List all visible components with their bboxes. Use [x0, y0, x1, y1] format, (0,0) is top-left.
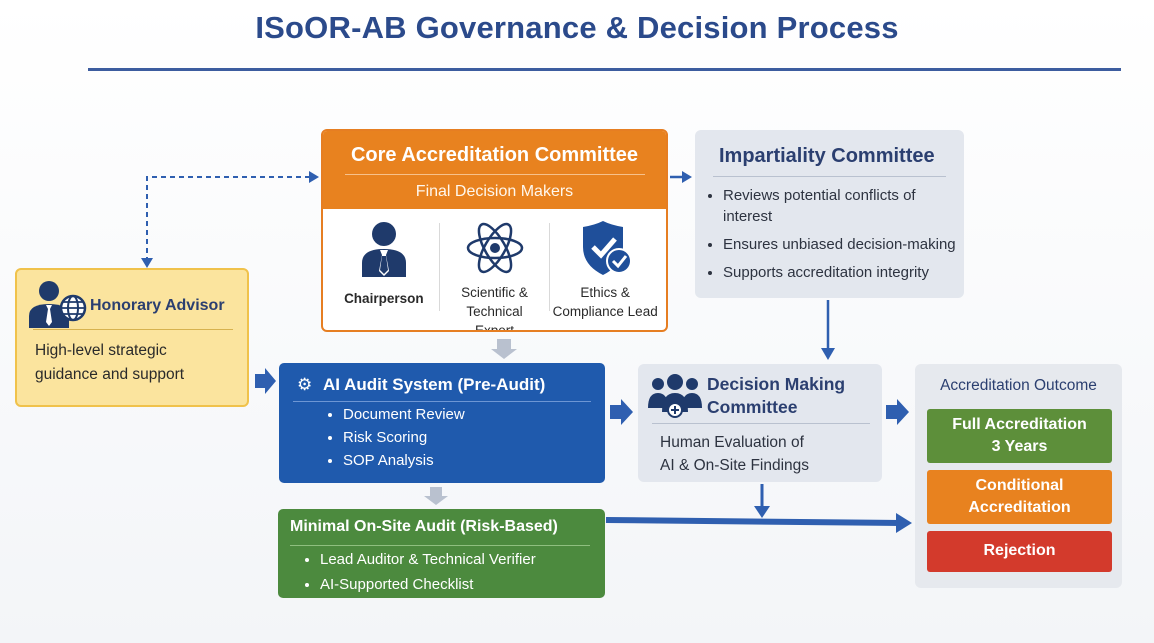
member-scientific-label-line1: Scientific & Technical [461, 285, 528, 319]
ai-audit-system: ⚙ AI Audit System (Pre-Audit) Document R… [279, 363, 605, 483]
dashed-advisory-connector [146, 176, 313, 262]
core-committee-header: Core Accreditation Committee Final Decis… [323, 131, 666, 209]
outcome-full-line2: 3 Years [991, 438, 1048, 455]
dashed-arrowhead-down [141, 258, 153, 268]
title-divider [88, 68, 1121, 71]
decision-title-line1: Decision Making [707, 374, 846, 394]
ai-audit-title: AI Audit System (Pre-Audit) [323, 375, 546, 394]
outcome-conditional-line1: Conditional [975, 477, 1064, 494]
core-committee-subtitle: Final Decision Makers [415, 183, 574, 200]
outcome-conditional-accreditation: Conditional Accreditation [927, 470, 1112, 524]
member-ethics-lead: Ethics & Compliance Lead [550, 209, 660, 330]
core-committee-title: Core Accreditation Committee [350, 144, 639, 166]
gear-icon: ⚙ [297, 375, 313, 394]
outcome-full-accreditation: Full Accreditation 3 Years [927, 409, 1112, 463]
member-scientific-expert: Scientific & Technical Expert [440, 209, 550, 332]
group-icon [648, 374, 702, 418]
decision-committee-description: Human Evaluation of AI & On-Site Finding… [660, 431, 809, 477]
list-item: SOP Analysis [343, 449, 465, 472]
member-chairperson: Chairperson [329, 209, 439, 330]
impartiality-committee: Impartiality Committee Reviews potential… [695, 130, 964, 298]
shield-check-icon [583, 221, 633, 275]
atom-icon [466, 222, 523, 274]
committee-members: Chairperson Scientific & Technical Exper… [323, 209, 666, 332]
onsite-audit-title: Minimal On-Site Audit (Risk-Based) [290, 518, 558, 535]
member-scientific-label-line2: Expert [474, 323, 515, 332]
list-item: Document Review [343, 403, 465, 426]
onsite-audit-divider [290, 545, 590, 546]
decision-description-line1: Human Evaluation of [660, 434, 804, 451]
member-divider [438, 223, 440, 311]
outcome-full-line1: Full Accreditation [952, 416, 1087, 433]
member-scientific-label: Scientific & Technical Expert [440, 283, 550, 332]
honorary-divider [33, 329, 233, 330]
decision-committee-title: Decision Making Committee [707, 373, 845, 419]
onsite-audit-list: Lead Auditor & Technical Verifier AI-Sup… [304, 547, 536, 597]
arrow-honorary-to-ai [255, 368, 276, 394]
person-icon [361, 222, 406, 277]
arrow-ai-to-decision [610, 399, 633, 425]
dashed-arrowhead-right [309, 171, 319, 183]
page-title: ISoOR-AB Governance & Decision Process [255, 10, 899, 45]
honorary-description-line2: guidance and support [35, 366, 185, 383]
accreditation-outcome: Accreditation Outcome Full Accreditation… [915, 364, 1122, 588]
member-ethics-label: Ethics & Compliance Lead [550, 283, 660, 321]
member-ethics-label-line2: Compliance Lead [552, 304, 658, 319]
honorary-description-line1: High-level strategic [35, 342, 167, 359]
ai-audit-list: Document Review Risk Scoring SOP Analysi… [329, 403, 465, 472]
outcome-title: Accreditation Outcome [940, 377, 1097, 394]
core-committee-divider [344, 174, 645, 175]
impartiality-list: Reviews potential conflicts of interest … [705, 185, 964, 283]
list-item: AI-Supported Checklist [320, 572, 536, 597]
ai-audit-divider [293, 401, 591, 402]
outcome-rejection: Rejection [927, 531, 1112, 572]
arrow-decision-to-outcome [886, 399, 909, 425]
arrow-onsite-to-outcome [605, 517, 901, 526]
person-globe-icon [29, 281, 87, 328]
member-ethics-label-line1: Ethics & [580, 285, 630, 300]
honorary-description: High-level strategic guidance and suppor… [35, 339, 235, 387]
list-item: Supports accreditation integrity [723, 262, 964, 283]
decision-making-committee: Decision Making Committee Human Evaluati… [638, 364, 882, 482]
outcome-conditional-line2: Accreditation [968, 499, 1071, 516]
list-item: Ensures unbiased decision-making [723, 234, 964, 255]
core-accreditation-committee: Core Accreditation Committee Final Decis… [321, 129, 668, 332]
arrow-ai-to-onsite [424, 487, 448, 505]
impartiality-title: Impartiality Committee [719, 145, 935, 167]
minimal-onsite-audit: Minimal On-Site Audit (Risk-Based) Lead … [278, 509, 605, 598]
list-item: Reviews potential conflicts of interest [723, 185, 964, 227]
arrow-core-to-ai [491, 339, 517, 359]
decision-description-line2: AI & On-Site Findings [660, 457, 810, 474]
impartiality-divider [713, 176, 946, 177]
honorary-title: Honorary Advisor [90, 297, 225, 314]
decision-title-line2: Committee [707, 397, 798, 417]
list-item: Lead Auditor & Technical Verifier [320, 547, 536, 572]
member-divider [549, 223, 551, 311]
list-item: Risk Scoring [343, 426, 465, 449]
honorary-advisor: Honorary Advisor High-level strategic gu… [15, 268, 249, 407]
member-chairperson-label: Chairperson [344, 291, 424, 306]
decision-committee-divider [652, 423, 870, 424]
